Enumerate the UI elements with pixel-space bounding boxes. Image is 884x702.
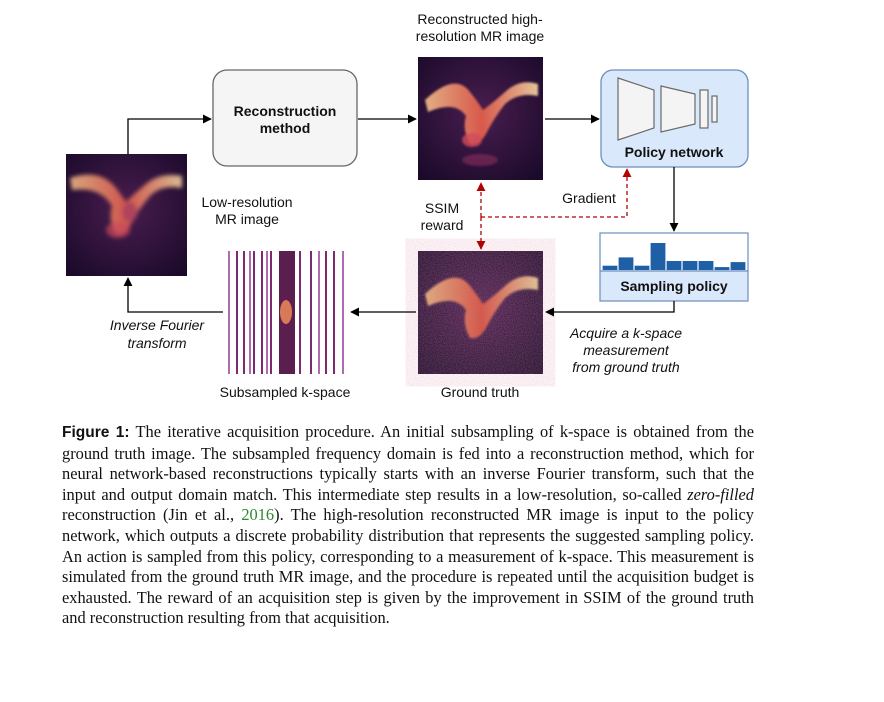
arrow-sampling-policy-to-ground-truth (545, 301, 675, 317)
sampling-policy-label: Sampling policy (620, 278, 728, 294)
kspace-line (270, 251, 272, 374)
arrow-lowres-to-reconstruction (127, 114, 212, 154)
caption-text-part1: The iterative acquisition procedure. An … (62, 422, 755, 504)
policy-bar (730, 262, 746, 270)
kspace-line (243, 251, 245, 374)
kspace-line (299, 251, 301, 374)
kspace-line (318, 251, 320, 374)
policy-network-node: Policy network (600, 69, 749, 168)
sampling-policy-label-box (599, 270, 749, 302)
inverse-fourier-label-line1: Inverse Fourier (110, 317, 205, 333)
policy-bar (602, 265, 618, 270)
caption-emphasis: zero-filled (687, 484, 754, 504)
reconstructed-label-line1: Reconstructed high- (417, 11, 543, 27)
gradient-label: Gradient (562, 190, 616, 206)
inverse-fourier-label-line2: transform (127, 335, 186, 351)
low-resolution-image (66, 154, 187, 276)
reconstruction-method-box (212, 69, 358, 167)
low-resolution-label-line2: MR image (215, 211, 279, 227)
reconstruction-method-label-line1: Reconstruction (234, 103, 337, 119)
low-resolution-label-line1: Low-resolution (201, 194, 292, 210)
policy-bar (682, 261, 698, 270)
policy-bar (698, 261, 714, 270)
ssim-reward-label-line1: SSIM (425, 200, 459, 216)
figure-caption: Figure 1: The iterative acquisition proc… (62, 422, 754, 629)
caption-label: Figure 1: (62, 424, 130, 441)
reconstruction-method-label-line2: method (260, 120, 311, 136)
kspace-line (228, 251, 230, 374)
kspace-line (325, 251, 327, 374)
kspace-line (266, 251, 268, 374)
policy-bar (634, 265, 650, 270)
subsampled-kspace-label: Subsampled k-space (220, 384, 351, 400)
kspace-line (249, 251, 251, 374)
network-layers-icon (617, 77, 718, 141)
arrow-kspace-to-lowres (123, 277, 223, 313)
ground-truth-image (418, 251, 543, 374)
caption-text-part2: reconstruction (Jin et al., (62, 505, 242, 525)
acquire-label-line3: from ground truth (572, 359, 680, 375)
kspace-line (253, 251, 255, 374)
reconstruction-method-node: Reconstruction method (212, 69, 358, 167)
acquire-label-line1: Acquire a k-space (569, 325, 682, 341)
gradient-arrow (481, 168, 632, 218)
reconstructed-image (418, 57, 543, 180)
kspace-line (310, 251, 312, 374)
kspace-line (333, 251, 335, 374)
kspace-center-glow (280, 300, 292, 324)
policy-network-label: Policy network (625, 144, 724, 160)
acquire-label-line2: measurement (583, 342, 670, 358)
sampling-policy-node: Sampling policy (599, 232, 749, 302)
kspace-line (291, 251, 295, 374)
policy-bar (650, 243, 666, 270)
policy-bar (714, 267, 730, 270)
kspace-line (236, 251, 238, 374)
reconstructed-label-line2: resolution MR image (416, 28, 545, 44)
citation-link[interactable]: 2016 (241, 505, 275, 525)
acquisition-diagram: Reconstruction method Reconstructed high… (66, 11, 749, 400)
subsampled-kspace-image (224, 251, 349, 374)
kspace-line (342, 251, 344, 374)
ssim-reward-label-line2: reward (421, 217, 464, 233)
policy-bar (666, 261, 682, 270)
kspace-line (261, 251, 263, 374)
policy-bar (618, 257, 634, 270)
ground-truth-label: Ground truth (441, 384, 520, 400)
caption-text-part3: ). The high-resolution reconstructed MR … (62, 505, 755, 628)
